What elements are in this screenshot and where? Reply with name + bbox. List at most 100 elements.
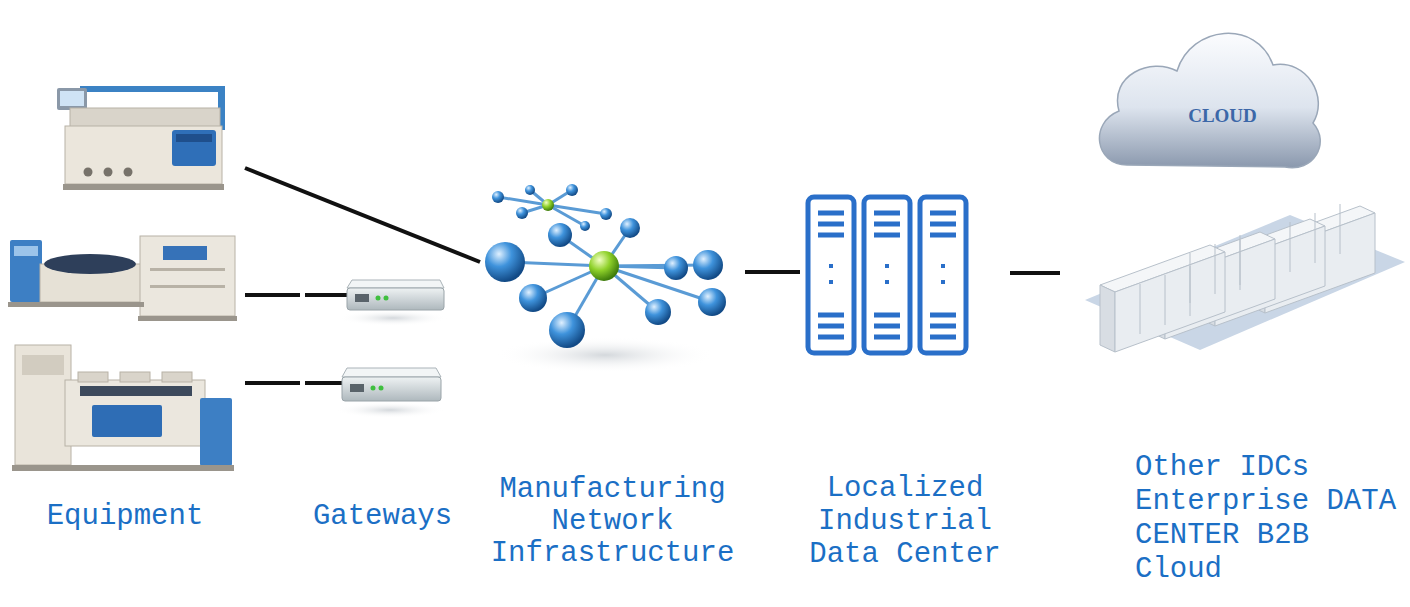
device-body [342, 377, 441, 401]
cable [305, 381, 342, 385]
rack-row [1100, 245, 1225, 352]
node-label: Localized Industrial Data Center [800, 472, 1010, 571]
gateway-icon [305, 368, 445, 418]
machine-top [162, 372, 192, 382]
datacenter-illustration [1085, 204, 1405, 352]
device-top [342, 368, 441, 377]
network-sphere [645, 299, 671, 325]
machine-top [78, 372, 108, 382]
machine-window [14, 246, 38, 256]
cloud-outline [1085, 5, 1330, 195]
machine-cabinet [10, 240, 42, 302]
gateway-group: Gateways [300, 270, 465, 542]
node-label: Equipment [5, 500, 245, 533]
network-spokes [498, 190, 712, 330]
node-label: Other IDCs Enterprise DATA CENTER B2B Cl… [1135, 451, 1405, 587]
server-rack [920, 197, 966, 353]
network-sphere [580, 221, 590, 231]
cloud-shape: CLOUD [1085, 5, 1330, 195]
machine-seam [150, 268, 225, 271]
server-dots [829, 264, 945, 284]
node-label: Gateways [300, 500, 465, 533]
server-lines [874, 213, 900, 337]
device-port [350, 384, 364, 392]
machine-base [138, 316, 237, 321]
network-icon [485, 184, 726, 373]
network-sphere [485, 242, 525, 282]
machine-cabinet [200, 398, 232, 466]
connector-line [245, 168, 480, 262]
device-led [376, 296, 381, 301]
network-hub [589, 251, 619, 281]
network-sphere [548, 223, 572, 247]
machine-base [8, 302, 144, 307]
machine-icon [8, 236, 237, 321]
server-lines [818, 213, 844, 337]
connector-line [245, 293, 300, 297]
gateway-icon [305, 280, 448, 326]
cable [305, 293, 347, 297]
machine-cabinet [15, 345, 71, 465]
machine-knob [104, 168, 113, 177]
machine-panel [172, 130, 216, 166]
node-label: CLOUD [1115, 105, 1330, 127]
machine-panel [92, 405, 162, 437]
server-icon [808, 197, 966, 353]
connector-line [745, 270, 800, 274]
machine-knob [124, 168, 133, 177]
machine-screen [163, 246, 207, 260]
machine-conveyor [44, 254, 136, 274]
network-hub [542, 199, 554, 211]
machine-icon [12, 345, 234, 471]
device-body [347, 288, 444, 310]
connector-line [1010, 271, 1060, 275]
machine-body [70, 108, 220, 128]
machine-base [12, 465, 234, 471]
network-shadow [495, 337, 715, 373]
machine-body [65, 126, 222, 184]
device-top [347, 280, 444, 288]
device-led [384, 296, 389, 301]
node-label: Manufacturing Network Infrastructure [480, 474, 745, 570]
machine-base [63, 184, 224, 190]
machine-screen [60, 91, 84, 106]
machine-body [140, 236, 235, 316]
network-sphere [549, 312, 585, 348]
server-rack [864, 197, 910, 353]
machine-panel [176, 134, 212, 142]
machine-panel [22, 355, 64, 375]
rack-stripes [1140, 204, 1340, 334]
network-sphere [492, 191, 504, 203]
machine-monitor [57, 88, 87, 110]
network-sphere [664, 256, 688, 280]
network-sphere [519, 284, 547, 312]
machine-knob [84, 168, 93, 177]
machine-panel [80, 386, 192, 396]
device-led [379, 386, 384, 391]
equipment-group: Equipment [5, 80, 245, 542]
cloud-shape-path [1099, 33, 1320, 167]
machine-icon [57, 86, 225, 190]
datacenter-group: Localized Industrial Data Center [800, 180, 1010, 580]
cloud-group: Other IDCs Enterprise DATA CENTER B2B Cl… [1060, 5, 1405, 600]
network-sphere [698, 288, 726, 316]
connector-line [245, 381, 300, 385]
network-sphere [516, 207, 528, 219]
network-sphere [525, 185, 535, 195]
network-group: Manufacturing Network Infrastructure [480, 185, 745, 585]
device-led [371, 386, 376, 391]
network-sphere [693, 250, 723, 280]
device-shadow [338, 310, 448, 326]
machine-body [65, 380, 205, 446]
server-lines [930, 213, 956, 337]
network-sphere [600, 208, 612, 220]
device-shadow [335, 402, 445, 418]
machine-seam [150, 285, 225, 288]
network-sphere [620, 218, 640, 238]
network-sphere [566, 184, 578, 196]
server-rack [808, 197, 854, 353]
machine-frame [80, 86, 225, 92]
device-port [355, 294, 369, 302]
machine-top [120, 372, 150, 382]
